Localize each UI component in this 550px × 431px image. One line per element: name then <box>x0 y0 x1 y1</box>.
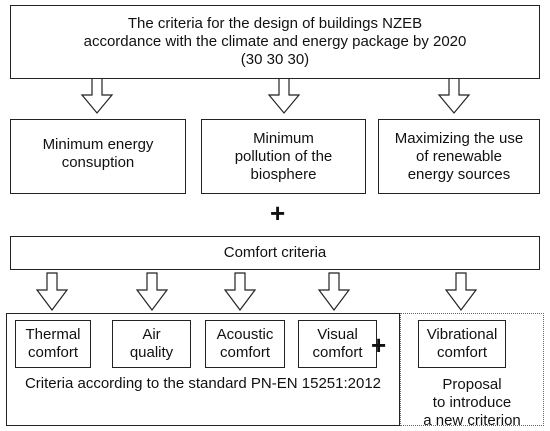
arrow-to-acoustic <box>223 272 257 311</box>
title-line-2: accordance with the climate and energy p… <box>83 33 467 50</box>
arrow-to-thermal <box>35 272 69 311</box>
goal-box-pollution: Minimum pollution of the biosphere <box>201 119 366 194</box>
plus-sign-top: + <box>270 198 286 228</box>
comfort-criteria-box: Comfort criteria <box>10 236 540 270</box>
goal-renewable-line-1: Maximizing the use <box>394 129 524 147</box>
title-line-1: The criteria for the design of buildings… <box>127 15 423 32</box>
arrow-to-air <box>135 272 169 311</box>
goal-pollution-line-1: Minimum <box>253 129 314 147</box>
standard-caption: Criteria according to the standard PN-EN… <box>24 375 382 392</box>
acoustic-line-2: comfort <box>219 344 270 361</box>
comfort-criteria-label: Comfort criteria <box>223 244 327 261</box>
goal-box-energy: Minimum energy consuption <box>10 119 186 194</box>
thermal-line-1: Thermal <box>25 326 81 343</box>
acoustic-comfort-box: Acoustic comfort <box>205 320 285 368</box>
visual-comfort-box: Visual comfort <box>298 320 377 368</box>
proposal-caption: Proposal to introduce a new criterion <box>402 376 542 430</box>
air-line-2: quality <box>129 344 174 361</box>
arrow-to-goal-2 <box>267 77 301 114</box>
plus-sign-bottom: + <box>371 330 387 360</box>
thermal-comfort-box: Thermal comfort <box>15 320 91 368</box>
arrow-to-vibrational <box>444 272 478 311</box>
goal-energy-line-2: consuption <box>61 153 135 171</box>
standard-group-frame <box>6 313 400 426</box>
arrow-to-goal-1 <box>80 77 114 114</box>
thermal-line-2: comfort <box>27 344 78 361</box>
goal-pollution-line-3: biosphere <box>250 165 317 183</box>
title-line-3: (30 30 30) <box>240 51 310 68</box>
proposal-caption-line-1: Proposal <box>442 376 502 393</box>
air-quality-box: Air quality <box>112 320 191 368</box>
goal-pollution-line-2: pollution of the <box>234 147 333 165</box>
vibrational-comfort-box: Vibrational comfort <box>418 320 506 368</box>
visual-line-2: comfort <box>312 344 363 361</box>
goal-renewable-line-3: energy sources <box>407 165 511 183</box>
goal-energy-line-1: Minimum energy <box>42 135 154 153</box>
vibrational-line-1: Vibrational <box>426 326 498 343</box>
air-line-1: Air <box>142 326 161 343</box>
vibrational-line-2: comfort <box>436 344 487 361</box>
goal-box-renewable: Maximizing the use of renewable energy s… <box>378 119 540 194</box>
proposal-group-frame <box>400 313 544 426</box>
acoustic-line-1: Acoustic <box>216 326 274 343</box>
proposal-caption-line-3: a new criterion <box>423 412 521 429</box>
visual-line-1: Visual <box>317 326 358 343</box>
arrow-to-visual <box>317 272 351 311</box>
proposal-caption-line-2: to introduce <box>432 394 512 411</box>
arrow-to-goal-3 <box>437 77 471 114</box>
goal-renewable-line-2: of renewable <box>416 147 502 165</box>
title-box: The criteria for the design of buildings… <box>10 5 540 79</box>
